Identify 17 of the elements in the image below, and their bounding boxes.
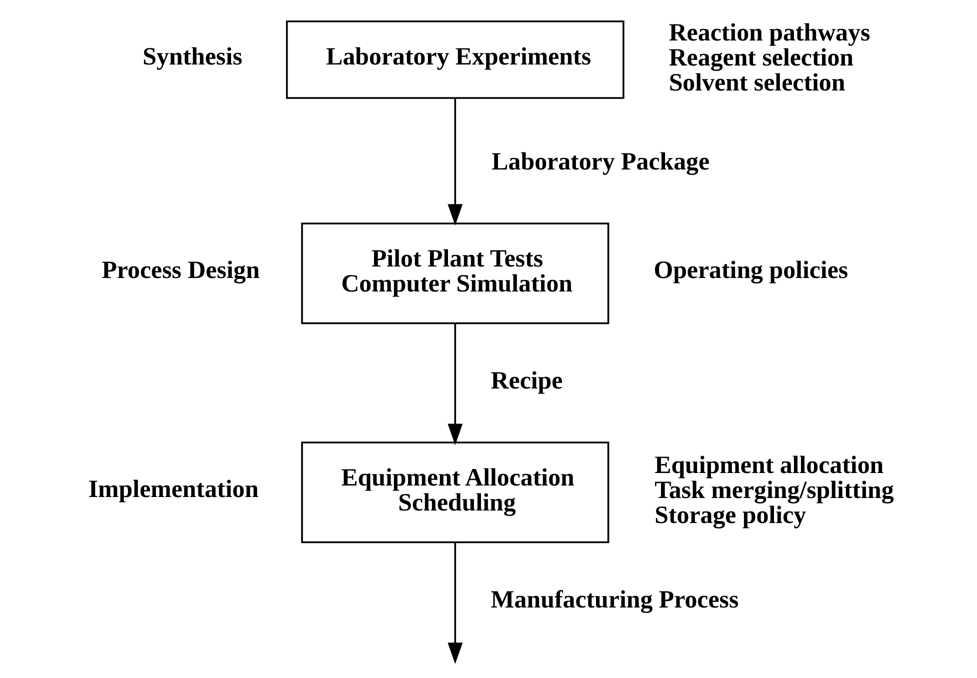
- node-label: Operating policies: [653, 257, 848, 284]
- edge-label: Laboratory Package: [491, 148, 710, 176]
- node-box: Laboratory Experiments: [286, 20, 624, 99]
- node-label: Reaction pathways: [668, 19, 870, 46]
- arrow: [447, 98, 462, 226]
- node-label: Task merging/splitting: [654, 477, 894, 504]
- node-label: Implementation: [88, 476, 258, 504]
- node-label: Process Design: [101, 257, 260, 284]
- node-box: Equipment Allocation Scheduling: [300, 442, 609, 544]
- node-label: Storage policy: [654, 502, 806, 530]
- arrow: [447, 542, 462, 664]
- node-label: Synthesis: [142, 44, 242, 71]
- arrow: [447, 324, 462, 446]
- node-label: Equipment allocation: [654, 452, 884, 480]
- edge-label: Manufacturing Process: [490, 586, 738, 614]
- node-box: Pilot Plant Tests Computer Simulation: [300, 222, 609, 324]
- edge-label: Recipe: [490, 368, 562, 395]
